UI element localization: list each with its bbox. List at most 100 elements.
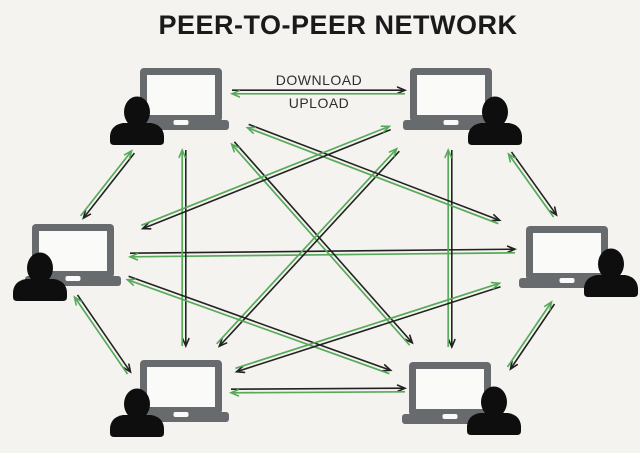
- edge-line-black: [236, 285, 501, 373]
- arrowhead-black: [82, 209, 92, 220]
- edge-line-green: [506, 301, 553, 368]
- arrowhead-black: [396, 384, 408, 393]
- arrowhead-black: [181, 337, 190, 349]
- arrowhead-black: [396, 86, 408, 95]
- arrowhead-green: [230, 142, 240, 153]
- person-head: [481, 386, 507, 418]
- laptop-screen: [417, 75, 485, 115]
- laptop-base-notch: [173, 120, 189, 125]
- node-middle-left: [13, 224, 121, 301]
- edge-line-black: [82, 152, 136, 219]
- edge-line-black: [76, 294, 132, 373]
- edge-line-green: [235, 282, 500, 370]
- arrowhead-green: [388, 147, 399, 158]
- arrowhead-black: [381, 364, 393, 372]
- arrowhead-green: [123, 149, 133, 160]
- arrowhead-black: [447, 338, 456, 350]
- edge-line-green: [127, 278, 390, 375]
- arrowhead-black: [140, 222, 152, 230]
- person-icon: [110, 96, 164, 145]
- arrowhead-green: [380, 125, 392, 133]
- laptop-base-notch: [65, 276, 81, 281]
- edge-top-left--bottom-right: [230, 141, 414, 346]
- edge-line-black: [509, 303, 556, 370]
- laptop-base-notch: [443, 120, 459, 125]
- laptop-base-notch: [173, 412, 189, 417]
- edge-top-left--bottom-left: [178, 147, 190, 349]
- edge-line-black: [230, 387, 405, 391]
- edge-line-black: [248, 123, 500, 222]
- edge-line-black: [142, 128, 391, 230]
- download-label: DOWNLOAD: [275, 72, 363, 88]
- edge-line-green: [507, 153, 555, 218]
- edge-top-left--top-right: [229, 86, 408, 98]
- person-shoulders: [13, 279, 67, 301]
- laptop-screen: [416, 369, 484, 409]
- person-head: [598, 248, 624, 280]
- arrowhead-black: [234, 365, 246, 374]
- arrowhead-green: [125, 278, 137, 286]
- edge-line-green: [231, 390, 406, 394]
- node-top-left: [110, 68, 229, 145]
- laptop-base-notch: [559, 278, 575, 283]
- edge-line-green: [216, 148, 398, 345]
- person-icon: [584, 248, 638, 297]
- arrowhead-green: [229, 89, 241, 98]
- arrowhead-black: [122, 363, 132, 374]
- edge-middle-right--bottom-left: [234, 281, 502, 374]
- arrowhead-green: [73, 295, 83, 306]
- edge-middle-left--bottom-left: [73, 294, 132, 375]
- laptop-icon: [519, 226, 615, 288]
- arrowhead-green: [127, 252, 139, 261]
- person-head: [482, 96, 508, 128]
- arrowhead-black: [509, 360, 519, 371]
- person-shoulders: [110, 123, 164, 145]
- edge-top-left--middle-left: [79, 149, 136, 220]
- person-icon: [13, 252, 67, 301]
- laptop-screen: [147, 367, 215, 407]
- edge-top-right--bottom-left: [216, 147, 400, 348]
- edge-middle-left--bottom-right: [125, 275, 393, 375]
- arrowhead-green: [444, 147, 453, 159]
- node-bottom-right: [402, 362, 521, 435]
- person-head: [124, 96, 150, 128]
- edge-line-green: [79, 150, 133, 217]
- laptop-icon: [25, 224, 121, 286]
- edge-line-black: [218, 150, 400, 347]
- laptop-base-notch: [442, 414, 458, 419]
- person-head: [27, 252, 53, 284]
- person-shoulders: [467, 413, 521, 435]
- arrowhead-green: [245, 126, 257, 135]
- edge-line-black: [233, 141, 413, 344]
- edge-line-black: [510, 151, 558, 216]
- arrowhead-green: [507, 152, 517, 163]
- laptop-icon: [403, 68, 499, 130]
- page-title: PEER-TO-PEER NETWORK: [158, 10, 518, 40]
- arrowhead-black: [404, 334, 414, 345]
- person-icon: [468, 96, 522, 145]
- person-icon: [467, 386, 521, 435]
- edge-line-black: [128, 275, 391, 372]
- person-shoulders: [584, 275, 638, 297]
- arrowhead-green: [490, 281, 502, 290]
- edge-middle-right--bottom-right: [506, 300, 556, 371]
- edge-line-green: [141, 125, 390, 227]
- person-shoulders: [110, 415, 164, 437]
- edge-top-left--middle-right: [245, 123, 502, 225]
- arrowhead-green: [228, 388, 240, 397]
- laptop-screen: [533, 233, 601, 273]
- laptop-icon: [133, 360, 229, 422]
- arrowhead-black: [490, 213, 502, 222]
- edge-top-right--bottom-right: [444, 147, 456, 350]
- edge-line-green: [247, 126, 499, 225]
- arrowhead-black: [548, 206, 558, 217]
- person-head: [124, 388, 150, 420]
- edge-bottom-left--bottom-right: [228, 384, 408, 397]
- upload-label: UPLOAD: [288, 95, 350, 111]
- node-top-right: [403, 68, 522, 145]
- edge-middle-left--middle-right: [127, 245, 518, 261]
- arrowhead-green: [543, 300, 553, 311]
- laptop-screen: [147, 75, 215, 115]
- arrowhead-black: [217, 337, 228, 348]
